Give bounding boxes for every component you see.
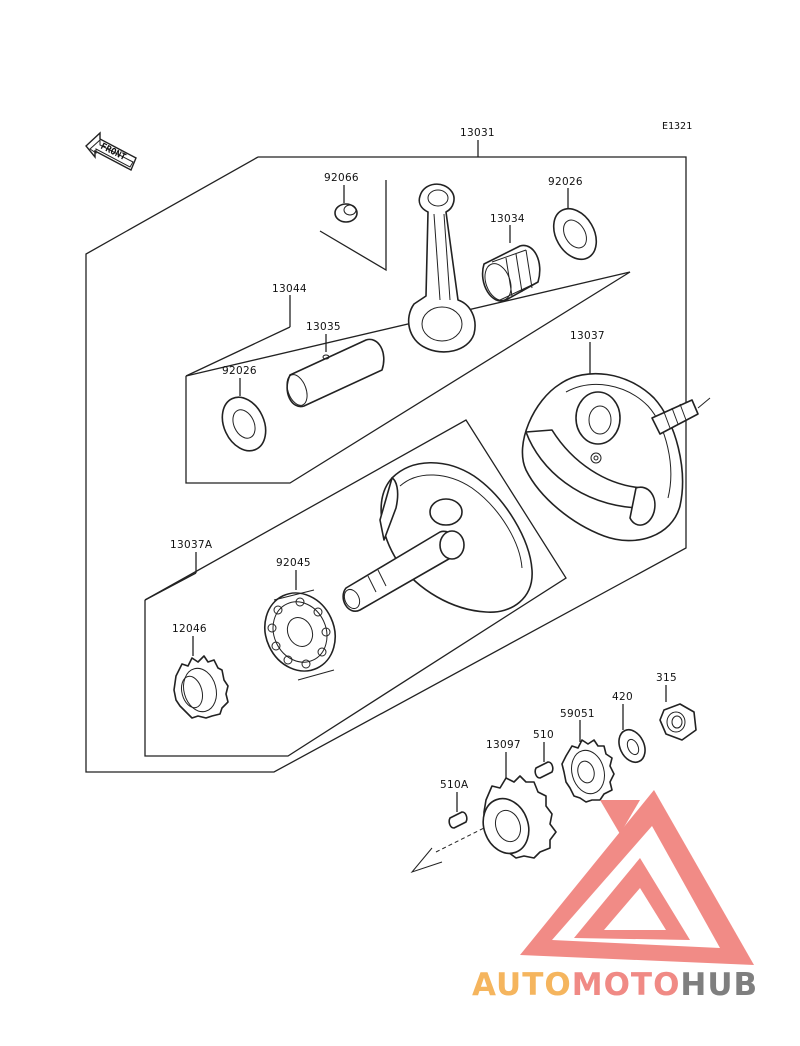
label-13034: 13034 <box>490 213 525 225</box>
part-connecting-rod <box>407 183 476 353</box>
watermark-brand: AUTOMOTOHUB <box>472 967 758 1003</box>
watermark-logo-icon <box>520 790 754 965</box>
label-510: 510 <box>533 729 554 741</box>
part-13034-needle-bearing: 13034 <box>481 213 541 302</box>
label-92045: 92045 <box>276 557 311 569</box>
label-13037A: 13037A <box>170 539 213 551</box>
label-13031: 13031 <box>460 127 495 139</box>
part-59051-gear: 59051 <box>560 708 615 803</box>
assembly-13031-frame: 13031 <box>85 127 687 773</box>
label-92026-bottom: 92026 <box>222 365 257 377</box>
label-92066: 92066 <box>324 172 359 184</box>
label-315: 315 <box>656 672 677 684</box>
assembly-13037A-frame: 13037A <box>144 419 567 757</box>
label-13035: 13035 <box>306 321 341 333</box>
part-315-nut: 315 <box>656 672 697 741</box>
part-13037-crank-half: 13037 <box>521 330 711 542</box>
part-13097-gear: 13097 <box>482 739 557 859</box>
label-510A: 510A <box>440 779 469 791</box>
label-13037: 13037 <box>570 330 605 342</box>
part-92026-washer-bottom: 92026 <box>221 365 267 452</box>
label-92026-top: 92026 <box>548 176 583 188</box>
part-92045-ball-bearing: 92045 <box>264 557 336 681</box>
front-arrow-icon: FRONT <box>85 131 137 171</box>
label-59051: 59051 <box>560 708 595 720</box>
label-420: 420 <box>612 691 633 703</box>
part-12046-gear: 12046 <box>172 623 229 719</box>
label-12046: 12046 <box>172 623 207 635</box>
shaft-axis-arrow-icon <box>410 827 485 874</box>
part-420-washer: 420 <box>612 691 646 764</box>
part-92026-washer-top: 92026 <box>548 176 598 261</box>
svg-text:AUTOMOTOHUB: AUTOMOTOHUB <box>472 967 758 1003</box>
part-92066-bushing: 92066 <box>324 172 359 223</box>
watermark-hub: HUB <box>680 967 758 1003</box>
watermark-moto: MOTO <box>572 967 681 1003</box>
part-13035-crank-pin: 13035 <box>286 321 385 408</box>
part-510-key: 510 <box>533 729 554 779</box>
label-13044: 13044 <box>272 283 307 295</box>
label-13097: 13097 <box>486 739 521 751</box>
part-13037A-crank-half <box>342 461 533 613</box>
diagram-code: E1321 <box>662 121 692 132</box>
part-510A-key: 510A <box>440 779 469 829</box>
watermark-auto: AUTO <box>472 967 572 1003</box>
